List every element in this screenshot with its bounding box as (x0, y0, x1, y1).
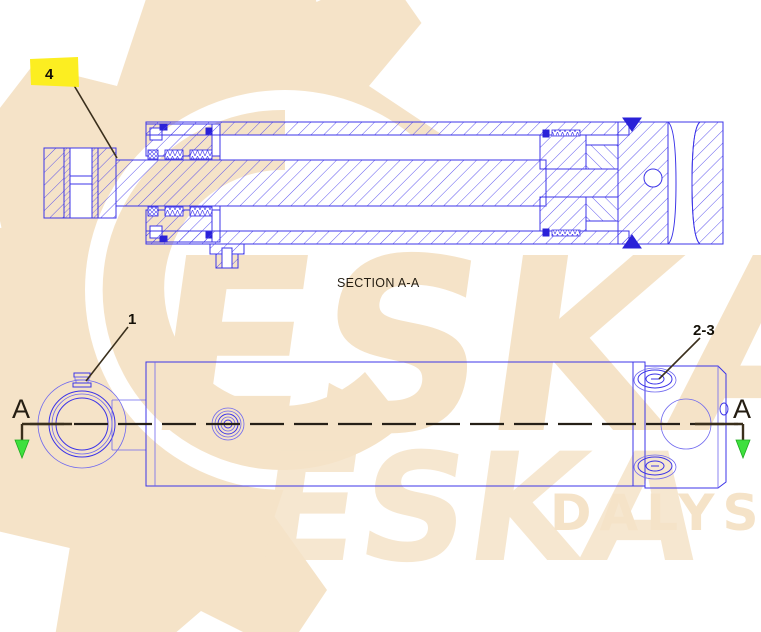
cylinder-base-cap (617, 117, 724, 249)
section-arrow-right (735, 439, 751, 460)
seal-rod-lower (164, 206, 184, 217)
section-title: SECTION A-A (337, 276, 420, 290)
watermark-brand-secondary: ESKA (246, 421, 713, 596)
elevation-view: A A 1 2-3 (12, 311, 751, 489)
grease-nipple (72, 372, 92, 388)
seal-wiper-upper (147, 149, 159, 160)
piston-rod (115, 159, 547, 207)
weld-symbol-top (622, 117, 642, 132)
cap-bore-hole (643, 168, 663, 188)
seal-wiper-lower (147, 206, 159, 217)
section-marker-left-label: A (12, 394, 30, 424)
section-view-aa: 4 SECTION A-A (30, 57, 724, 290)
seal-buffer-upper (189, 149, 213, 160)
port-fittings (633, 367, 677, 480)
piston-assembly (539, 129, 619, 237)
callout-1-leader (85, 326, 129, 382)
piston-seal-upper (551, 129, 581, 137)
callout-4-leader (71, 81, 118, 159)
section-marker-right: A (695, 394, 751, 460)
callout-1-group: 1 (85, 311, 136, 382)
watermark-tagline: DALYS (550, 484, 761, 542)
piston-seal-lower (551, 229, 581, 237)
callout-4-label: 4 (45, 66, 54, 83)
callout-2-3-group: 2-3 (658, 322, 715, 380)
rod-eye-end (43, 147, 117, 219)
port-fitting-upper (633, 367, 677, 393)
port-fitting-lower (633, 454, 677, 480)
section-marker-right-label: A (733, 394, 751, 424)
section-marker-left: A (12, 394, 72, 460)
section-arrow-left (14, 439, 30, 460)
port-fitting-section (209, 243, 245, 269)
seal-buffer-lower (189, 206, 213, 217)
callout-4-group: 4 (30, 57, 118, 159)
callout-1-label: 1 (128, 311, 136, 328)
callout-4-highlight (30, 57, 79, 87)
weld-symbol-bottom (622, 234, 642, 249)
callout-2-3-leader (658, 337, 701, 380)
callout-2-3-label: 2-3 (693, 322, 715, 339)
seal-rod-upper (164, 149, 184, 160)
cylinder-barrel (145, 121, 630, 245)
